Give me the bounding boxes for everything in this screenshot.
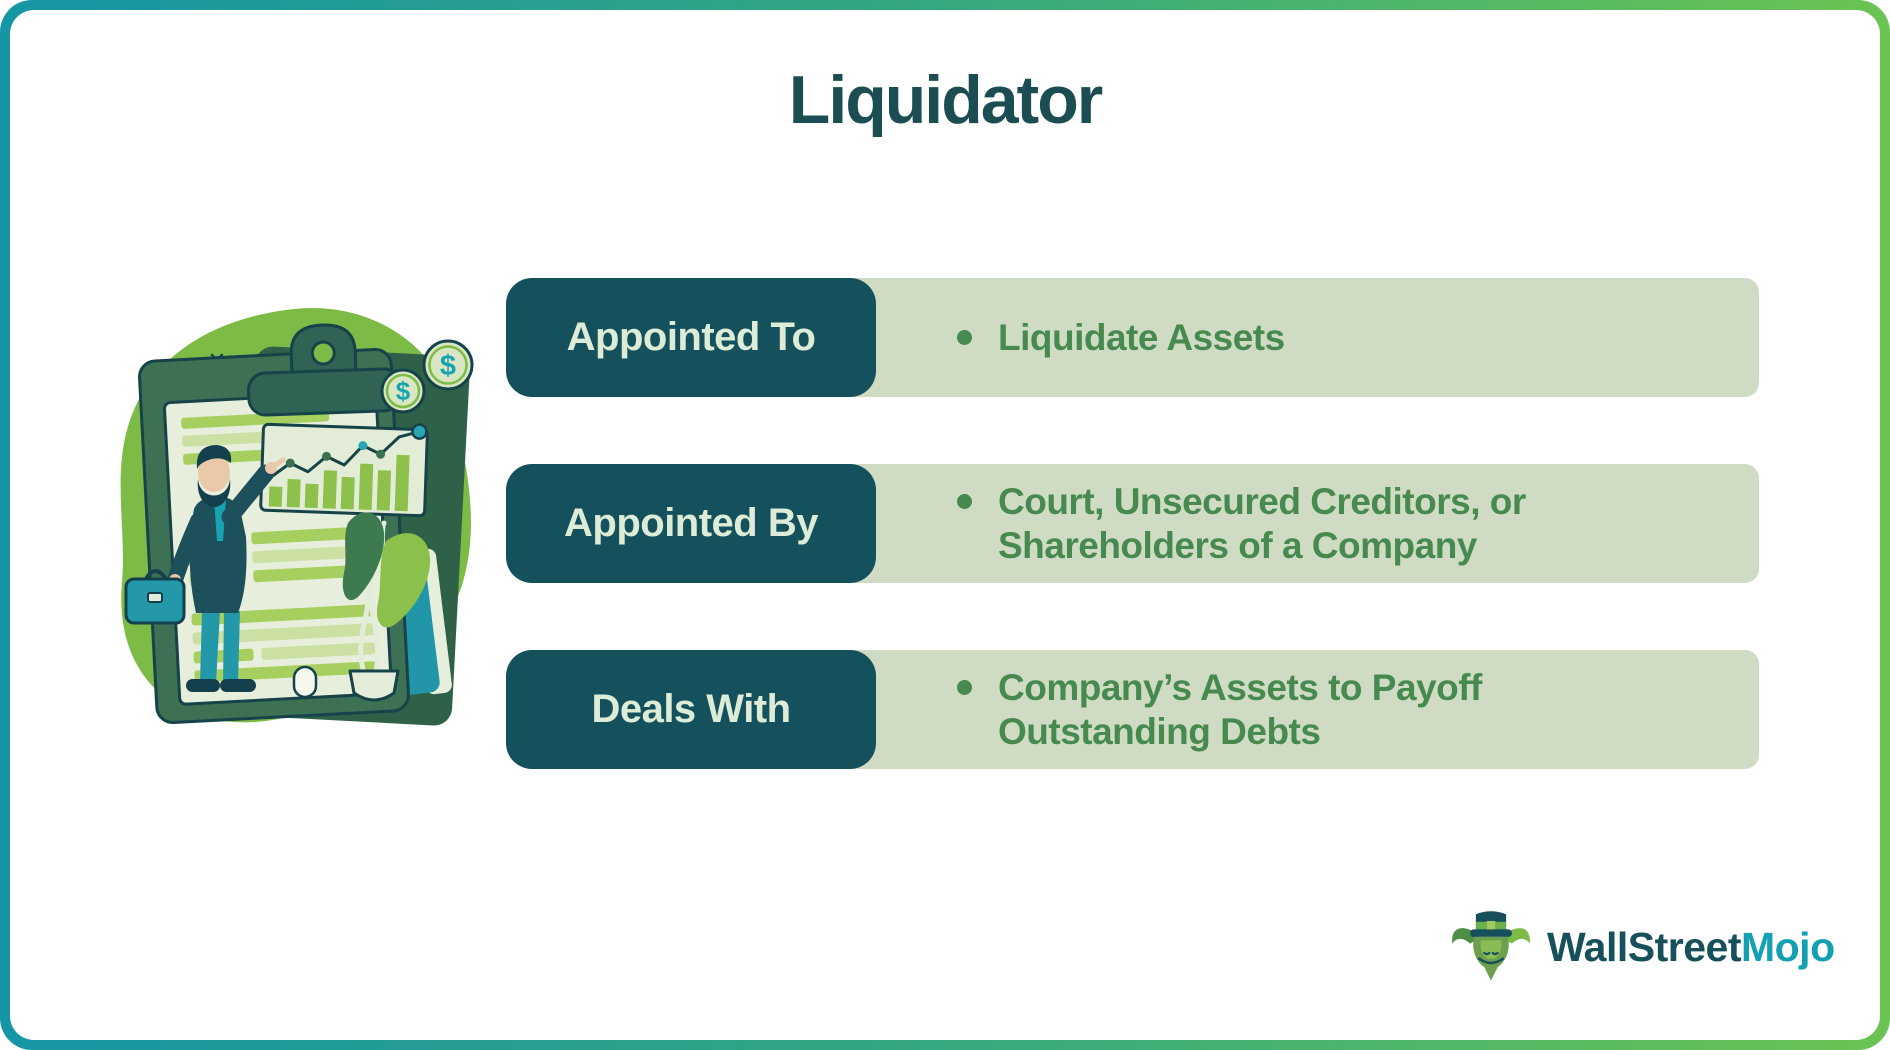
bull-mascot-icon (1452, 911, 1530, 981)
infographic-card: Liquidator Liquidate Assets Appointed To… (10, 10, 1880, 1040)
briefcase-icon (124, 569, 186, 625)
bullet-item: Liquidate Assets (957, 316, 1285, 360)
row-label-box: Appointed By (506, 464, 876, 583)
page-title: Liquidator (788, 62, 1103, 138)
row-label-text: Appointed To (566, 315, 816, 359)
businessman (124, 445, 286, 692)
bullet-item: Court, Unsecured Creditors, or Sharehold… (957, 480, 1526, 568)
row-value-text: Liquidate Assets (998, 316, 1285, 358)
info-row-appointed-by: Court, Unsecured Creditors, or Sharehold… (10, 464, 1880, 583)
info-row-deals-with: Company’s Assets to Payoff Outstanding D… (10, 650, 1880, 769)
bullet-icon (957, 493, 972, 509)
row-value-text: Court, Unsecured Creditors, or Sharehold… (998, 480, 1526, 566)
bullet-item: Company’s Assets to Payoff Outstanding D… (957, 666, 1482, 754)
clipboard-clip (247, 323, 403, 417)
dollar-coin-icon: $ (422, 339, 474, 391)
bullet-icon (957, 329, 972, 345)
wallstreetmojo-logo: WallStreetMojo (1449, 903, 1835, 991)
svg-text:$: $ (440, 350, 456, 382)
logo-text: WallStreetMojo (1547, 924, 1835, 971)
row-label-text: Deals With (591, 687, 791, 731)
info-row-appointed-to: Liquidate Assets Appointed To (10, 278, 1880, 397)
dollar-coin-icon: $ (380, 368, 426, 414)
row-value-text: Company’s Assets to Payoff Outstanding D… (998, 666, 1482, 752)
logo-wallstreet: WallStreet (1547, 923, 1741, 970)
bullet-icon (957, 679, 972, 695)
row-label-text: Appointed By (564, 501, 818, 545)
logo-mojo: Mojo (1740, 923, 1835, 970)
businessman-chart-illustration: $ $ (120, 307, 474, 726)
row-label-box: Deals With (506, 650, 876, 769)
computer-mouse (292, 665, 318, 699)
svg-text:$: $ (396, 376, 411, 406)
potted-plant (342, 510, 431, 702)
row-label-box: Appointed To (506, 278, 876, 397)
growth-bar-chart (259, 422, 429, 518)
